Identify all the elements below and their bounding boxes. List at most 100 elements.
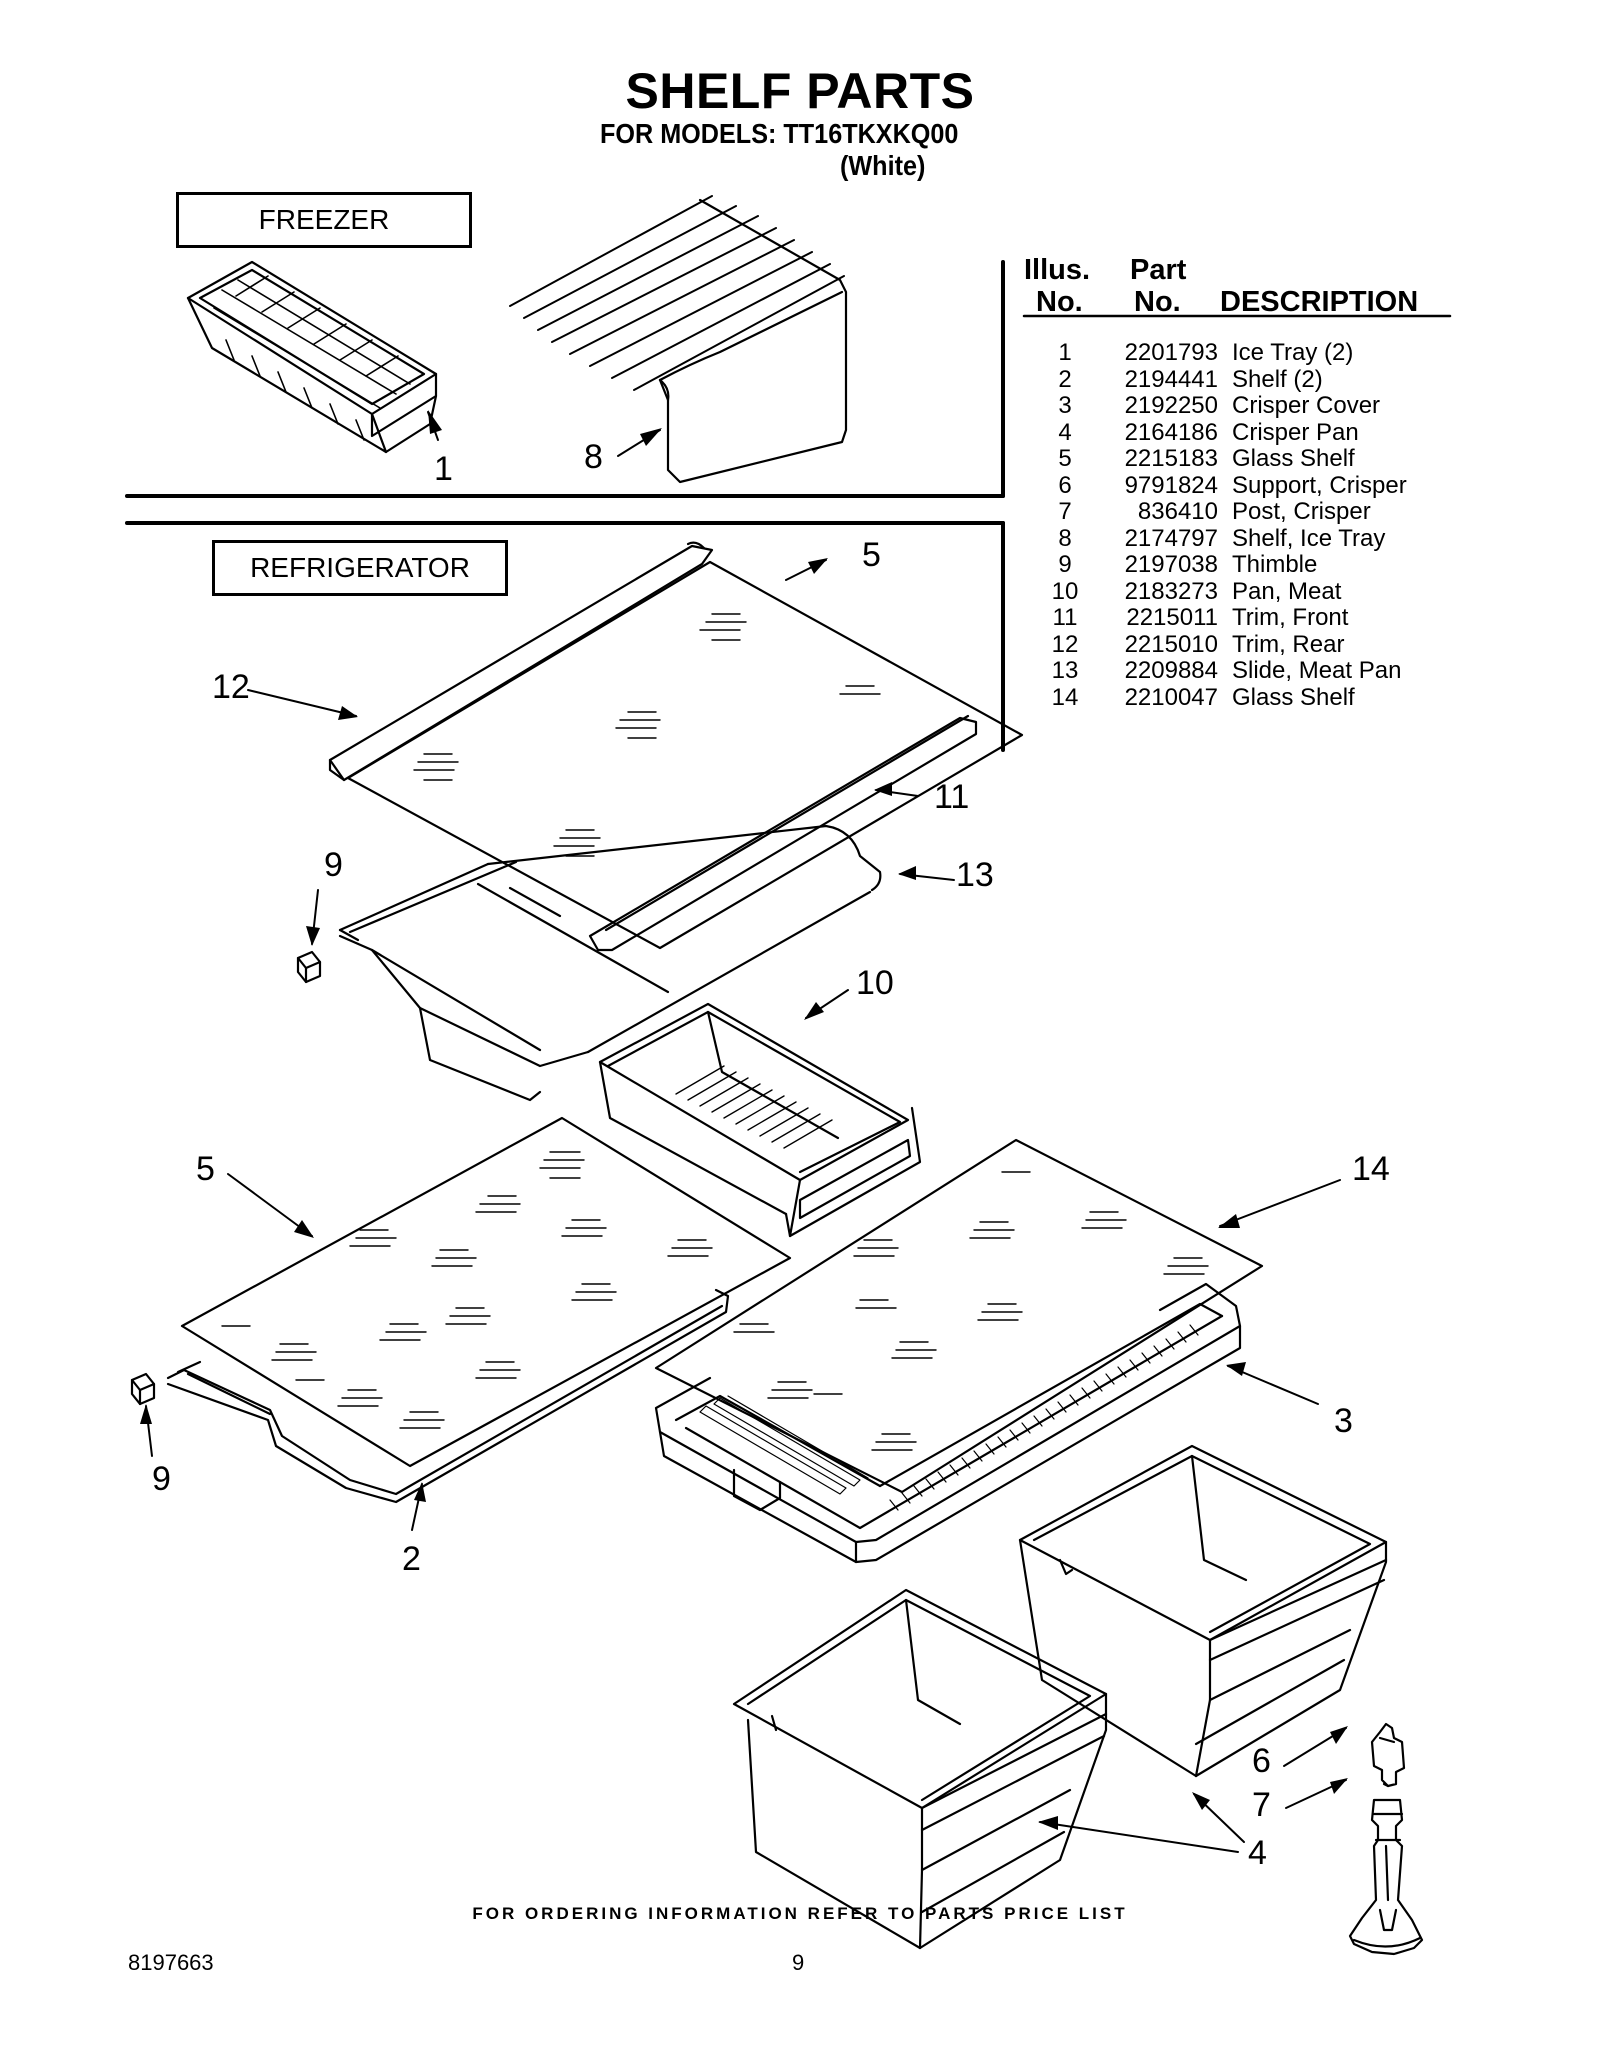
table-row: 1 2201793 Ice Tray (2) — [1030, 339, 1407, 367]
table-row: 3 2192250 Crisper Cover — [1030, 392, 1407, 420]
callout-arrowheads — [140, 410, 1348, 1830]
part-description: Trim, Rear — [1232, 630, 1345, 658]
table-row: 4 2164186 Crisper Pan — [1030, 418, 1407, 447]
crisper-cover-part — [654, 1282, 1242, 1564]
freezer-label: FREEZER — [176, 192, 472, 248]
callout-5-lower: 5 — [196, 1150, 215, 1188]
crisper-pan-right-part — [1018, 1444, 1388, 1778]
ordering-note: FOR ORDERING INFORMATION REFER TO PARTS … — [472, 1904, 1128, 1923]
wire-shelf-part — [166, 1288, 730, 1504]
illus-number: 12 — [1051, 630, 1079, 658]
meat-pan-slide-part — [338, 824, 882, 1102]
part-description: Crisper Cover — [1232, 392, 1381, 419]
crisper-support-part — [1370, 1722, 1406, 1788]
part-description: Crisper Pan — [1232, 418, 1359, 446]
table-row: 6 9791824 Support, Crisper — [1030, 471, 1407, 500]
part-description: Support, Crisper — [1232, 471, 1407, 499]
illus-number: 13 — [1051, 657, 1079, 684]
part-number: 2194441 — [1124, 365, 1218, 393]
table-row: 2 2194441 Shelf (2) — [1030, 365, 1407, 394]
part-number: 2197038 — [1124, 551, 1218, 578]
part-number: 2209884 — [1124, 657, 1218, 684]
callout-14: 14 — [1352, 1150, 1390, 1188]
table-header-part-2: No. — [1134, 286, 1181, 318]
part-number: 2192250 — [1124, 392, 1218, 419]
section-divider-lines — [125, 260, 1452, 752]
part-number: 2215011 — [1126, 604, 1218, 631]
illus-number: 14 — [1051, 683, 1079, 711]
callout-3: 3 — [1334, 1402, 1353, 1440]
table-row: 11 2215011 Trim, Front — [1030, 604, 1407, 632]
illus-number: 2 — [1058, 365, 1072, 393]
illus-number: 9 — [1058, 551, 1072, 578]
table-row: 9 2197038 Thimble — [1030, 551, 1407, 579]
callout-7: 7 — [1252, 1786, 1271, 1824]
callout-13: 13 — [956, 856, 994, 894]
model-subtitle: FOR MODELS: TT16TKXKQ00 — [600, 118, 959, 149]
model-color: (White) — [840, 150, 926, 181]
thimble-upper-part — [296, 950, 322, 984]
table-header-part-1: Part — [1130, 254, 1187, 286]
ice-tray-shelf-part — [509, 195, 848, 484]
illus-number: 8 — [1058, 524, 1072, 552]
callout-5-top: 5 — [862, 536, 881, 574]
ice-tray-part — [186, 260, 438, 454]
callout-4: 4 — [1248, 1834, 1267, 1872]
part-description: Trim, Front — [1232, 604, 1349, 631]
top-glass-shelf-part — [328, 541, 1024, 952]
part-number: 836410 — [1137, 498, 1218, 525]
illus-number: 10 — [1051, 577, 1079, 605]
table-row: 14 2210047 Glass Shelf — [1030, 683, 1407, 712]
table-row: 5 2215183 Glass Shelf — [1030, 445, 1407, 473]
part-number: 2164186 — [1124, 418, 1218, 446]
refrigerator-label: REFRIGERATOR — [212, 540, 508, 596]
page-number: 9 — [792, 1950, 805, 1975]
document-number: 8197663 — [128, 1950, 214, 1975]
illus-number: 1 — [1058, 339, 1072, 366]
page-title: SHELF PARTS — [625, 63, 975, 119]
illus-number: 11 — [1052, 604, 1078, 631]
thimble-lower-part — [130, 1372, 156, 1406]
part-number: 2183273 — [1124, 577, 1218, 605]
part-description: Pan, Meat — [1232, 577, 1342, 605]
part-number: 9791824 — [1124, 471, 1218, 499]
callout-9-upper: 9 — [324, 846, 343, 884]
illus-number: 7 — [1058, 498, 1072, 525]
callout-10: 10 — [856, 964, 894, 1002]
table-row: 10 2183273 Pan, Meat — [1030, 577, 1407, 606]
part-description: Post, Crisper — [1232, 498, 1371, 525]
part-number: 2201793 — [1124, 339, 1218, 366]
crisper-post-part — [1348, 1798, 1424, 1956]
callout-1: 1 — [434, 450, 453, 488]
part-description: Glass Shelf — [1232, 445, 1355, 472]
illus-number: 4 — [1058, 418, 1072, 446]
part-description: Shelf (2) — [1232, 365, 1323, 393]
callout-2: 2 — [402, 1540, 421, 1578]
part-description: Slide, Meat Pan — [1232, 657, 1402, 684]
crisper-pan-left-part — [732, 1588, 1108, 1950]
callout-11: 11 — [934, 778, 970, 816]
illus-number: 3 — [1058, 392, 1072, 419]
table-row: 13 2209884 Slide, Meat Pan — [1030, 657, 1407, 685]
callout-6: 6 — [1252, 1742, 1271, 1780]
illus-number: 5 — [1058, 445, 1072, 472]
table-header-description: DESCRIPTION — [1220, 286, 1419, 318]
meat-pan-part — [598, 1002, 922, 1238]
part-description: Thimble — [1232, 551, 1318, 578]
lower-glass-shelf-part — [180, 1116, 792, 1468]
part-number: 2210047 — [1124, 683, 1218, 711]
part-number: 2215183 — [1124, 445, 1218, 472]
illus-number: 6 — [1058, 471, 1072, 499]
table-header-illus-1: Illus. — [1024, 254, 1091, 286]
right-glass-shelf-part — [654, 1138, 1264, 1494]
callout-12: 12 — [212, 668, 250, 706]
table-row: 7 836410 Post, Crisper — [1030, 498, 1407, 526]
part-description: Ice Tray (2) — [1232, 339, 1354, 366]
part-number: 2174797 — [1124, 524, 1218, 552]
part-description: Glass Shelf — [1232, 683, 1355, 711]
part-number: 2215010 — [1124, 630, 1218, 658]
parts-table: 1 2201793 Ice Tray (2) 2 2194441 Shelf (2) 3… — [1030, 339, 1407, 712]
callout-9-lower: 9 — [152, 1460, 171, 1498]
